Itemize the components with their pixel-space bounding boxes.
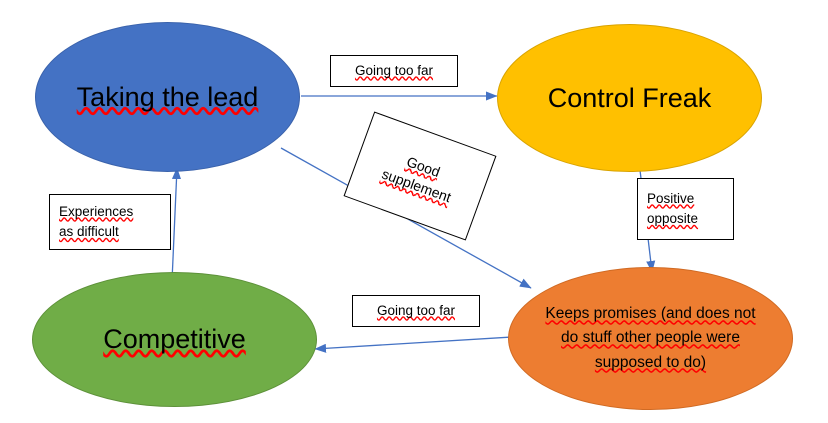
- edge-label-control-to-keeps[interactable]: Positive opposite: [637, 178, 734, 240]
- node-keeps-promises[interactable]: Keeps promises (and does not do stuff ot…: [508, 267, 793, 410]
- arrow-keeps-to-competitive: [314, 336, 513, 353]
- node-control-freak[interactable]: Control Freak: [497, 24, 762, 172]
- edge-label-competitive-to-lead-text: Experiences as difficult: [59, 203, 134, 239]
- node-control-freak-label: Control Freak: [547, 82, 712, 113]
- edge-label-lead-to-keeps-text: Good supplement: [379, 152, 454, 206]
- edge-label-lead-to-control-text: Going too far: [354, 62, 434, 78]
- edge-label-lead-to-control[interactable]: Going too far: [330, 55, 458, 87]
- node-taking-the-lead-label: Taking the lead: [76, 81, 259, 112]
- edge-label-lead-to-keeps[interactable]: Good supplement: [343, 111, 497, 241]
- node-competitive[interactable]: Competitive: [32, 272, 317, 407]
- node-competitive-label: Competitive: [103, 324, 246, 355]
- edge-label-competitive-to-lead[interactable]: Experiences as difficult: [49, 194, 171, 250]
- arrow-competitive-to-lead: [171, 167, 182, 282]
- edge-label-control-to-keeps-text: Positive opposite: [647, 190, 699, 226]
- edge-label-keeps-to-competitive[interactable]: Going too far: [352, 295, 480, 327]
- node-taking-the-lead[interactable]: Taking the lead: [35, 22, 300, 172]
- node-keeps-promises-label: Keeps promises (and does not do stuff ot…: [545, 305, 756, 371]
- edge-label-keeps-to-competitive-text: Going too far: [376, 302, 456, 318]
